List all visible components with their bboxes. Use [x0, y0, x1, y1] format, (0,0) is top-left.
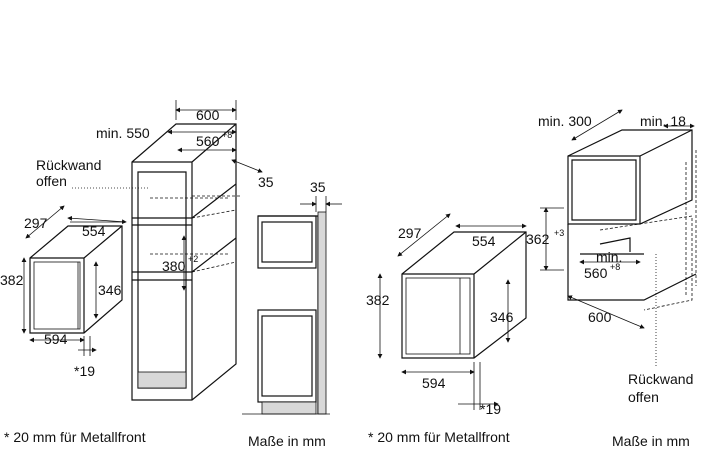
- left-side-section: [242, 196, 342, 415]
- left-cabinet-niche-sup: +8: [222, 130, 232, 140]
- right-mw-note: *19: [480, 401, 501, 417]
- right-microwave: [377, 213, 527, 410]
- right-min18: min. 18: [640, 113, 686, 129]
- left-footnote: * 20 mm für Metallfront: [4, 429, 146, 445]
- right-h362-sup: +3: [554, 228, 564, 238]
- right-h362: 362: [526, 231, 550, 247]
- right-niche560: 560: [584, 265, 608, 281]
- left-tall-cabinet: [72, 100, 263, 401]
- left-mw-width: 554: [82, 223, 106, 239]
- right-units: Maße in mm: [612, 433, 690, 449]
- left-cabinet-depth: 600: [196, 107, 220, 123]
- right-mw-inner-height: 346: [490, 309, 514, 325]
- right-rueckwand-line2: offen: [628, 389, 659, 405]
- left-mw-inner-height: 346: [98, 282, 122, 298]
- left-cabinet-min: min. 550: [96, 125, 150, 141]
- left-rueckwand-line2: offen: [36, 173, 67, 189]
- right-min-label: min.: [596, 249, 622, 265]
- right-mw-depth: 297: [398, 225, 422, 241]
- right-niche560-sup: +8: [610, 262, 620, 272]
- left-cabinet-niche: 560: [196, 133, 220, 149]
- left-mw-depth: 297: [24, 215, 48, 231]
- left-mw-bottom-width: 594: [44, 331, 68, 347]
- left-mw-note: *19: [74, 363, 95, 379]
- right-rueckwand-line1: Rückwand: [628, 371, 693, 387]
- left-rueckwand-line1: Rückwand: [36, 157, 101, 173]
- right-mw-bottom-width: 594: [422, 375, 446, 391]
- left-cabinet-380: 380: [162, 258, 186, 274]
- right-depth600: 600: [588, 309, 612, 325]
- left-cabinet-35: 35: [258, 174, 274, 190]
- left-microwave: [21, 205, 127, 356]
- left-cabinet-380-sup: +2: [188, 254, 198, 264]
- left-mw-height: 382: [0, 272, 24, 288]
- right-wall-niche: [540, 109, 697, 366]
- left-units: Maße in mm: [248, 433, 326, 449]
- right-mw-width: 554: [472, 233, 496, 249]
- right-mw-height: 382: [366, 292, 390, 308]
- left-side-35: 35: [310, 179, 326, 195]
- right-min300: min. 300: [538, 113, 592, 129]
- right-footnote: * 20 mm für Metallfront: [368, 429, 510, 445]
